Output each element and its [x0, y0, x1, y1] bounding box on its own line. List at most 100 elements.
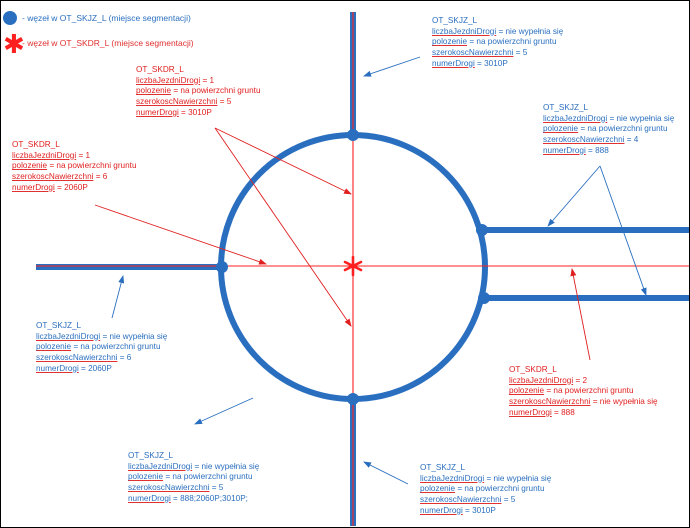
- arrow-skjz-left: [111, 275, 125, 319]
- attribute-row: numerDrogi = 888;2060P;3010P;: [128, 494, 259, 505]
- attribute-row: liczbaJezdniDrogi = nie wypełnia się: [432, 27, 563, 38]
- attribute-value: = na powierzchni gruntu: [544, 386, 634, 396]
- attribute-row: polozenie = na powierzchni gruntu: [12, 161, 137, 172]
- attribute-value: = 888: [585, 145, 609, 155]
- attribute-value: = na powierzchni gruntu: [467, 37, 557, 47]
- node-north: [347, 129, 359, 141]
- attribute-row: szerokoscNawierzchni = nie wypełnia się: [509, 397, 658, 408]
- attribute-row: numerDrogi = 888: [509, 408, 658, 419]
- leader-arrows: [94, 56, 647, 485]
- attribute-row: polozenie = na powierzchni gruntu: [128, 472, 259, 483]
- attribute-value: = 1: [76, 150, 91, 160]
- attribute-row: liczbaJezdniDrogi = nie wypełnia się: [420, 474, 551, 485]
- attribute-row: polozenie = na powierzchni gruntu: [509, 386, 658, 397]
- arrow-skjz-right-b: [599, 165, 647, 296]
- attribute-row: szerokoscNawierzchni = 6: [12, 172, 137, 183]
- arrow-skdr-top-b: [214, 127, 352, 327]
- attribute-key: numerDrogi: [543, 145, 586, 155]
- attribute-row: liczbaJezdniDrogi = 1: [12, 151, 137, 162]
- attribute-value: = 4: [624, 135, 639, 145]
- attribute-value: = na powierzchni gruntu: [71, 342, 161, 352]
- attribute-key: szerokoscNawierzchni: [543, 135, 625, 145]
- attribute-row: szerokoscNawierzchni = 6: [36, 353, 167, 364]
- attribute-key: polozenie: [128, 472, 164, 482]
- attribute-row: polozenie = na powierzchni gruntu: [543, 124, 674, 135]
- node-east-upper: [476, 224, 488, 236]
- attribute-value: = 5: [217, 97, 232, 107]
- attribute-key: szerokoscNawierzchni: [36, 353, 118, 363]
- attribute-row: liczbaJezdniDrogi = 2: [509, 376, 658, 387]
- attribute-key: liczbaJezdniDrogi: [36, 331, 101, 341]
- attribute-box-title: OT_SKDR_L: [12, 140, 60, 149]
- attribute-value: = nie wypełnia się: [192, 461, 260, 471]
- attribute-key: numerDrogi: [36, 363, 79, 373]
- attribute-value: = 5: [513, 48, 528, 58]
- attribute-box-title: OT_SKDR_L: [509, 365, 557, 374]
- attribute-row: szerokoscNawierzchni = 5: [420, 495, 551, 506]
- attribute-row: szerokoscNawierzchni = 5: [136, 97, 261, 108]
- skdr-node-center: [343, 255, 363, 277]
- arrow-skdr-left: [94, 204, 267, 265]
- attribute-value: = 888: [551, 407, 575, 417]
- attribute-row: numerDrogi = 2060P: [36, 364, 167, 375]
- attribute-key: liczbaJezdniDrogi: [432, 26, 497, 36]
- attribute-value: = 888;2060P;3010P;: [170, 493, 248, 503]
- attribute-key: polozenie: [509, 386, 545, 396]
- attribute-row: szerokoscNawierzchni = 4: [543, 135, 674, 146]
- attribute-key: liczbaJezdniDrogi: [136, 75, 201, 85]
- attribute-key: numerDrogi: [509, 407, 552, 417]
- attribute-key: szerokoscNawierzchni: [12, 172, 94, 182]
- attribute-box-skjz-bottom-right: OT_SKJZ_L liczbaJezdniDrogi = nie wypełni…: [420, 463, 551, 517]
- attribute-value: = na powierzchni gruntu: [455, 484, 545, 494]
- attribute-row: liczbaJezdniDrogi = 1: [136, 76, 261, 87]
- legend-skdr-node-icon: ✱: [3, 29, 25, 59]
- attribute-box-title: OT_SKJZ_L: [420, 463, 466, 472]
- attribute-value: = nie wypełnia się: [484, 473, 552, 483]
- attribute-value: = 3010P: [462, 505, 496, 515]
- attribute-key: liczbaJezdniDrogi: [543, 113, 608, 123]
- attribute-row: numerDrogi = 2060P: [12, 183, 137, 194]
- attribute-value: = 6: [93, 172, 108, 182]
- arrow-skjz-right-a: [547, 165, 601, 227]
- attribute-row: polozenie = na powierzchni gruntu: [432, 37, 563, 48]
- attribute-value: = na powierzchni gruntu: [578, 124, 668, 134]
- attribute-key: liczbaJezdniDrogi: [128, 461, 193, 471]
- attribute-value: = nie wypełnia się: [607, 113, 675, 123]
- node-south: [347, 393, 359, 405]
- attribute-box-title: OT_SKJZ_L: [543, 103, 589, 112]
- legend-skjz-node-icon: [3, 11, 17, 25]
- attribute-value: = 2: [573, 375, 588, 385]
- attribute-value: = 5: [501, 495, 516, 505]
- arrow-skdr-top-a: [214, 127, 352, 195]
- arrow-skdr-right: [570, 268, 591, 361]
- arrow-skjz-top-right: [363, 56, 421, 77]
- attribute-key: szerokoscNawierzchni: [432, 48, 514, 58]
- attribute-row: polozenie = na powierzchni gruntu: [136, 86, 261, 97]
- attribute-row: polozenie = na powierzchni gruntu: [36, 342, 167, 353]
- attribute-key: numerDrogi: [128, 493, 171, 503]
- attribute-row: numerDrogi = 3010P: [420, 506, 551, 517]
- attribute-value: = 2060P: [54, 182, 88, 192]
- attribute-value: = 6: [117, 353, 132, 363]
- attribute-key: liczbaJezdniDrogi: [509, 375, 574, 385]
- attribute-key: polozenie: [136, 86, 172, 96]
- legend-skdr-node-label: - węzeł w OT_SKDR_L (miejsce segmentacji…: [22, 38, 194, 48]
- attribute-box-title: OT_SKDR_L: [136, 65, 184, 74]
- attribute-value: = 5: [209, 483, 224, 493]
- attribute-key: numerDrogi: [12, 182, 55, 192]
- node-east-lower: [478, 292, 490, 304]
- node-west: [216, 261, 228, 273]
- attribute-key: polozenie: [420, 484, 456, 494]
- attribute-value: = 3010P: [178, 107, 212, 117]
- attribute-value: = nie wypełnia się: [590, 397, 658, 407]
- attribute-key: polozenie: [432, 37, 468, 47]
- attribute-row: liczbaJezdniDrogi = nie wypełnia się: [543, 114, 674, 125]
- attribute-key: numerDrogi: [432, 58, 475, 68]
- arrow-skjz-bottom-left: [194, 397, 254, 425]
